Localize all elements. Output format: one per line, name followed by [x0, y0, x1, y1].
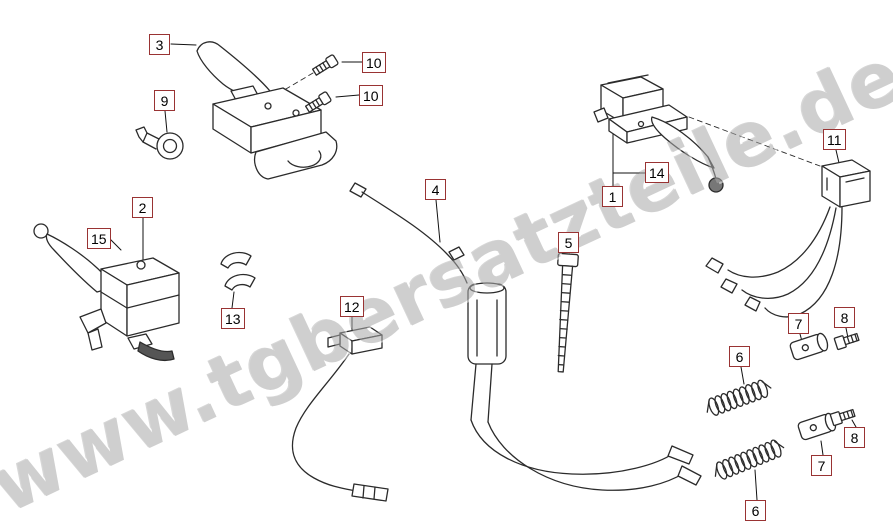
part-left-brake-assembly [33, 223, 180, 362]
part-master-cylinder-upper [212, 85, 338, 180]
part-label-6-upper[interactable]: 6 [729, 346, 750, 367]
part-throttle-cable [349, 182, 507, 423]
part-spring-lower [714, 439, 785, 480]
part-lever-clamp [135, 126, 184, 160]
part-label-10-upper[interactable]: 10 [362, 52, 386, 73]
part-label-15[interactable]: 15 [87, 228, 111, 249]
part-bolt-upper [311, 54, 339, 76]
part-adjuster-barrel-upper [789, 332, 829, 361]
part-label-9[interactable]: 9 [154, 90, 175, 111]
part-adjuster-barrel-lower [797, 412, 837, 441]
part-label-8-lower[interactable]: 8 [844, 427, 865, 448]
part-label-3[interactable]: 3 [149, 34, 170, 55]
part-screw-lower [829, 408, 856, 427]
part-right-master-cylinder [593, 74, 724, 193]
part-label-10-lower[interactable]: 10 [359, 85, 383, 106]
part-label-7-upper[interactable]: 7 [788, 313, 809, 334]
part-label-12[interactable]: 12 [340, 296, 364, 317]
part-switch-cable [291, 326, 389, 502]
part-label-6-lower[interactable]: 6 [745, 500, 766, 521]
part-screw-upper [833, 332, 860, 351]
part-label-2[interactable]: 2 [132, 197, 153, 218]
part-label-14[interactable]: 14 [645, 162, 669, 183]
part-label-11[interactable]: 11 [823, 129, 846, 150]
part-spring-upper [706, 379, 772, 416]
part-label-5[interactable]: 5 [558, 232, 579, 253]
part-handlebar-switch [821, 159, 871, 208]
part-bolt-lower [304, 91, 332, 113]
part-bottom-cables [470, 419, 702, 491]
alignment-dashed-lines [257, 72, 821, 167]
part-label-13[interactable]: 13 [221, 308, 245, 329]
part-clamp-halves [220, 251, 256, 291]
part-label-4[interactable]: 4 [425, 179, 446, 200]
part-label-1[interactable]: 1 [602, 186, 623, 207]
part-label-7-lower[interactable]: 7 [811, 455, 832, 476]
part-switch-wires [705, 206, 843, 318]
part-label-8-upper[interactable]: 8 [834, 307, 855, 328]
part-cable-tie [557, 252, 579, 373]
